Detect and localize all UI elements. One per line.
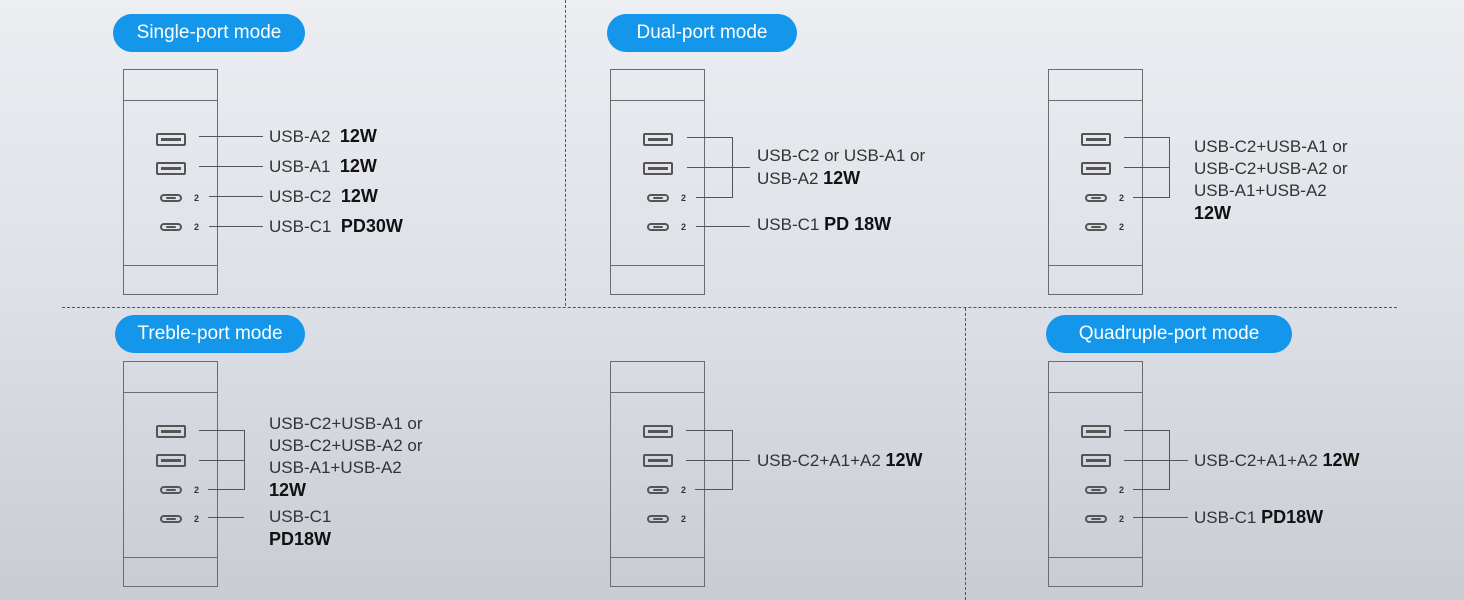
separator-bottom-vertical <box>965 308 966 600</box>
usb-c1-port-icon <box>1085 515 1107 523</box>
treble-usb-c1-text: USB-C1 PD18W <box>269 507 332 549</box>
charger-diagram-dual-2: 2 2 <box>1048 69 1143 295</box>
port-number-label: 2 <box>194 514 200 524</box>
leader-line <box>732 167 750 168</box>
leader-line <box>1133 197 1169 198</box>
dual-usb-c1-row: USB-C1 PD 18W <box>757 214 892 234</box>
dual-2-combo-text: USB-C2+USB-A1 or USB-C2+USB-A2 or USB-A1… <box>1194 137 1348 223</box>
leader-line <box>199 136 263 137</box>
port-number-label: 2 <box>681 193 687 203</box>
usb-c1-port-icon <box>647 515 669 523</box>
usb-c1-port-icon <box>160 515 182 523</box>
usb-a1-port-icon <box>1081 162 1111 175</box>
leader-line <box>696 197 732 198</box>
usb-a2-port-icon <box>643 425 673 438</box>
usb-c2-port-icon <box>160 486 182 494</box>
leader-line <box>209 196 263 197</box>
treble-combo-text: USB-C2+USB-A1 or USB-C2+USB-A2 or USB-A1… <box>269 414 423 500</box>
bracket-line <box>732 430 733 490</box>
usb-a2-port-icon <box>156 425 186 438</box>
leader-line <box>687 167 732 168</box>
separator-horizontal <box>62 307 1397 308</box>
port-number-label: 2 <box>1119 193 1125 203</box>
usb-c1-port-icon <box>160 223 182 231</box>
charger-diagram-single: 2 2 <box>123 69 218 295</box>
port-number-label: 2 <box>194 222 200 232</box>
quad-combo-text: USB-C2+A1+A2 12W <box>1194 450 1360 470</box>
leader-line <box>686 460 750 461</box>
usb-a2-port-icon <box>643 133 673 146</box>
usb-c1-port-icon <box>647 223 669 231</box>
single-usb-c1-row: USB-C1 PD30W <box>269 216 403 236</box>
separator-top-vertical <box>565 0 566 306</box>
leader-line <box>687 137 732 138</box>
charger-diagram-quadruple: 2 2 <box>1048 361 1143 587</box>
leader-line <box>1124 460 1188 461</box>
leader-line <box>199 430 244 431</box>
leader-line <box>199 460 244 461</box>
usb-c1-port-icon <box>1085 223 1107 231</box>
section-title-quadruple-port: Quadruple-port mode <box>1046 315 1292 353</box>
leader-line <box>208 489 244 490</box>
port-number-label: 2 <box>194 485 200 495</box>
leader-line <box>1124 137 1169 138</box>
leader-line <box>199 166 263 167</box>
section-title-single-port: Single-port mode <box>113 14 305 52</box>
usb-a2-port-icon <box>1081 425 1111 438</box>
usb-a1-port-icon <box>156 454 186 467</box>
section-title-dual-port: Dual-port mode <box>607 14 797 52</box>
port-number-label: 2 <box>1119 222 1125 232</box>
bracket-line <box>1169 137 1170 198</box>
leader-line <box>1124 167 1169 168</box>
leader-line <box>208 517 244 518</box>
usb-c2-port-icon <box>647 486 669 494</box>
usb-c2-port-icon <box>1085 194 1107 202</box>
leader-line <box>1124 430 1169 431</box>
usb-a1-port-icon <box>643 454 673 467</box>
leader-line <box>1133 489 1169 490</box>
section-title-treble-port: Treble-port mode <box>115 315 305 353</box>
single-usb-c2-row: USB-C2 12W <box>269 186 378 206</box>
leader-line <box>695 489 732 490</box>
dual-combo-text: USB-C2 or USB-A1 or USB-A2 12W <box>757 146 926 188</box>
leader-line <box>209 226 263 227</box>
quad-usb-c1-row: USB-C1 PD18W <box>1194 507 1324 527</box>
port-number-label: 2 <box>1119 485 1125 495</box>
usb-a2-port-icon <box>1081 133 1111 146</box>
single-usb-a2-row: USB-A2 12W <box>269 126 377 146</box>
usb-c2-port-icon <box>647 194 669 202</box>
leader-line <box>1133 517 1188 518</box>
usb-c2-port-icon <box>160 194 182 202</box>
charger-diagram-treble-1: 2 2 <box>123 361 218 587</box>
bracket-line <box>244 430 245 490</box>
port-number-label: 2 <box>681 485 687 495</box>
port-number-label: 2 <box>194 193 200 203</box>
charger-diagram-dual-1: 2 2 <box>610 69 705 295</box>
charger-diagram-treble-2: 2 2 <box>610 361 705 587</box>
usb-a1-port-icon <box>156 162 186 175</box>
usb-a2-port-icon <box>156 133 186 146</box>
bracket-line <box>1169 430 1170 490</box>
treble-2-combo-text: USB-C2+A1+A2 12W <box>757 450 923 470</box>
single-usb-a1-row: USB-A1 12W <box>269 156 377 176</box>
leader-line <box>686 430 732 431</box>
port-number-label: 2 <box>681 514 687 524</box>
port-number-label: 2 <box>681 222 687 232</box>
port-number-label: 2 <box>1119 514 1125 524</box>
usb-a1-port-icon <box>643 162 673 175</box>
usb-c2-port-icon <box>1085 486 1107 494</box>
leader-line <box>696 226 750 227</box>
usb-a1-port-icon <box>1081 454 1111 467</box>
